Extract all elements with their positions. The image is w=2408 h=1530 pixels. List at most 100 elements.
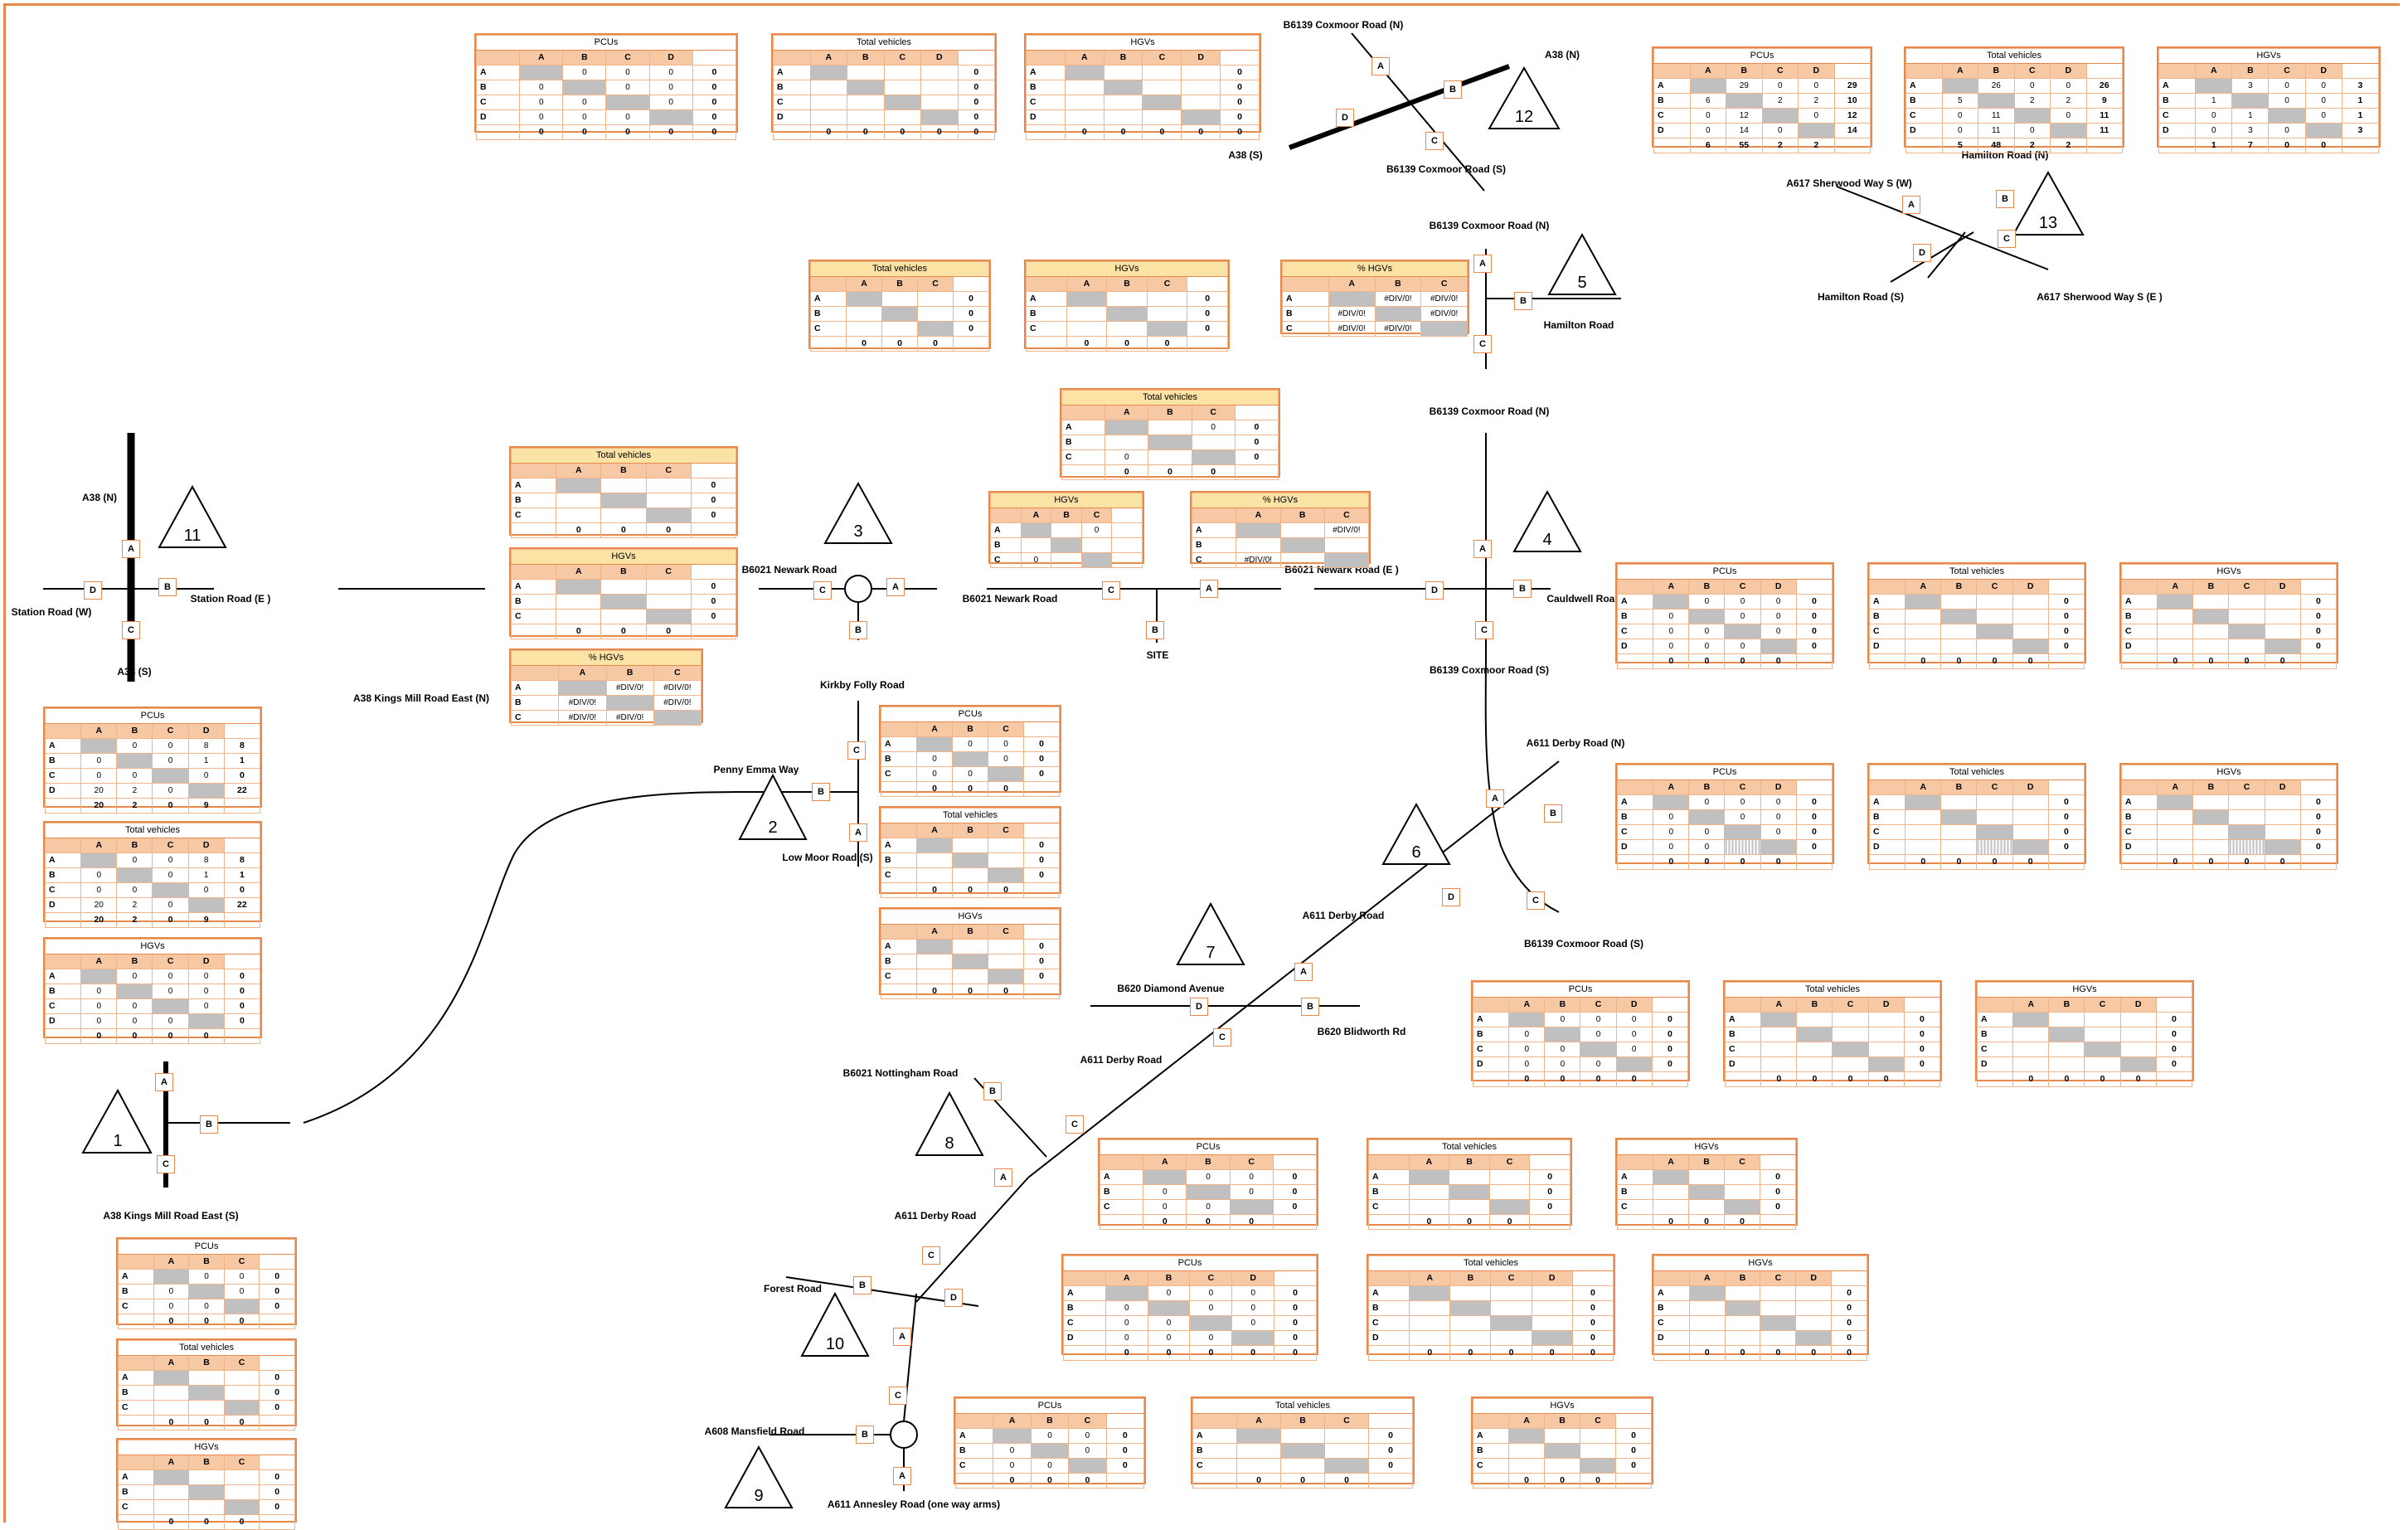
arm-j12-c: C (1425, 132, 1444, 150)
matrix-col-total: 0 (1688, 1345, 1726, 1361)
matrix-cell (2228, 809, 2265, 825)
arm-j6-b: B (1544, 804, 1562, 823)
matrix-cell: 0 (1653, 839, 1690, 855)
matrix-cell: 1 (2195, 93, 2233, 109)
matrix-corner (1868, 780, 1906, 795)
matrix-cell (847, 80, 885, 95)
matrix-col-header: D (2304, 63, 2342, 79)
matrix-cell (1724, 1330, 1761, 1346)
matrix-cell (187, 897, 225, 913)
matrix-col-total: 0 (80, 1028, 118, 1044)
matrix-cell: 2 (1798, 93, 1835, 109)
matrix-col-header: B (1186, 1154, 1231, 1170)
matrix-cell (1409, 1300, 1451, 1316)
matrix-cell (1488, 1169, 1531, 1185)
matrix-col-header: B (952, 721, 988, 737)
matrix-corner (1473, 1413, 1509, 1429)
matrix-cell (916, 969, 953, 984)
matrix-cell (1146, 321, 1188, 337)
matrix-row-total: 0 (1368, 1428, 1413, 1444)
matrix-total-header (1272, 1154, 1318, 1170)
label-b6021-newark-road-mid: B6021 Newark Road (962, 593, 1058, 605)
matrix-cell (2012, 824, 2049, 840)
label-a38-n: A38 (N) (81, 492, 118, 503)
label-a38-s-j12: A38 (S) (1228, 149, 1263, 161)
matrix-cell (809, 95, 847, 110)
matrix-total-label (1724, 1071, 1762, 1087)
matrix-row-header: A (44, 969, 82, 984)
matrix-cell (1324, 1443, 1369, 1459)
matrix-row-total: 0 (1651, 1056, 1689, 1072)
matrix-cell (1408, 1169, 1450, 1185)
matrix-cell (952, 852, 988, 868)
matrix-col-header: C (883, 50, 921, 66)
matrix-col-total: 0 (916, 984, 953, 999)
matrix-cell: 0 (116, 738, 153, 754)
matrix-row-total: 0 (1220, 80, 1260, 95)
matrix-col-header: D (187, 723, 225, 739)
matrix-cell: 0 (1229, 1169, 1274, 1185)
matrix-row-total: 0 (1274, 1300, 1317, 1316)
matrix-col-total: 0 (1186, 1214, 1231, 1230)
matrix-cell (2192, 639, 2230, 654)
matrix-cell (1020, 537, 1052, 553)
matrix-corner (1617, 1154, 1653, 1170)
roundabout-j9 (890, 1421, 918, 1449)
matrix-row-header: B (510, 493, 557, 508)
matrix-col-total: 0 (600, 624, 647, 639)
matrix-col-total: 1 (2195, 138, 2233, 153)
matrix-cell: 0 (1189, 1285, 1233, 1301)
matrix-corner (44, 954, 82, 969)
matrix-total-label (1617, 1214, 1653, 1230)
matrix-cell (153, 1469, 190, 1485)
matrix-corner (1368, 1154, 1410, 1170)
matrix-col-header: B (2231, 63, 2270, 79)
matrix-cell: 0 (952, 736, 988, 752)
matrix-row-header: C (2120, 824, 2158, 840)
matrix-col-total: 20 (80, 798, 118, 814)
matrix-title: PCUs (955, 1398, 1144, 1414)
matrix-grand-total (1187, 336, 1228, 352)
matrix-total-header (2085, 63, 2123, 79)
matrix-col-header: C (653, 665, 702, 681)
matrix-row-header: B (1617, 1184, 1653, 1200)
matrix-row-total: 0 (690, 579, 737, 595)
matrix-cell (645, 508, 692, 523)
road-a611-derby (1027, 760, 1560, 1178)
label-hamilton-road-s: Hamilton Road (S) (1818, 291, 1904, 303)
matrix-col-total: 0 (1064, 124, 1104, 140)
matrix-cell: 0 (2304, 93, 2342, 109)
matrix-row-header: B (1976, 1027, 2014, 1042)
matrix-col-header: C (1191, 405, 1236, 420)
matrix-col-header: C (1146, 276, 1188, 292)
matrix-cell (2119, 1042, 2157, 1057)
matrix-cell (1147, 1300, 1191, 1316)
matrix-col-total: 0 (1976, 854, 2013, 870)
matrix-cell: 0 (1653, 639, 1690, 654)
matrix-cell: 0 (916, 766, 953, 782)
matrix-col-total: 0 (153, 1415, 190, 1430)
matrix-row-total: 0 (1234, 420, 1279, 435)
matrix-cell (1236, 537, 1281, 553)
matrix-cell: 6 (1689, 93, 1726, 109)
matrix-cell (1106, 321, 1148, 337)
matrix-col-header: B (1374, 276, 1422, 292)
matrix-row-header: A (510, 579, 557, 595)
matrix-cell: 20 (80, 897, 118, 913)
matrix-total-header (1023, 823, 1060, 838)
matrix-row-total: 0 (223, 768, 261, 784)
matrix-cell: 0 (80, 998, 118, 1014)
road-a38-j12 (1288, 64, 1511, 150)
matrix-cell: #DIV/0! (1323, 522, 1370, 538)
matrix-col-header: A (556, 463, 602, 478)
matrix-col-total: 0 (1615, 1071, 1653, 1087)
junction-number-12: 12 (1515, 108, 1533, 126)
matrix-row-header: A (1724, 1012, 1762, 1027)
junction-triangle-1 (81, 1088, 153, 1154)
